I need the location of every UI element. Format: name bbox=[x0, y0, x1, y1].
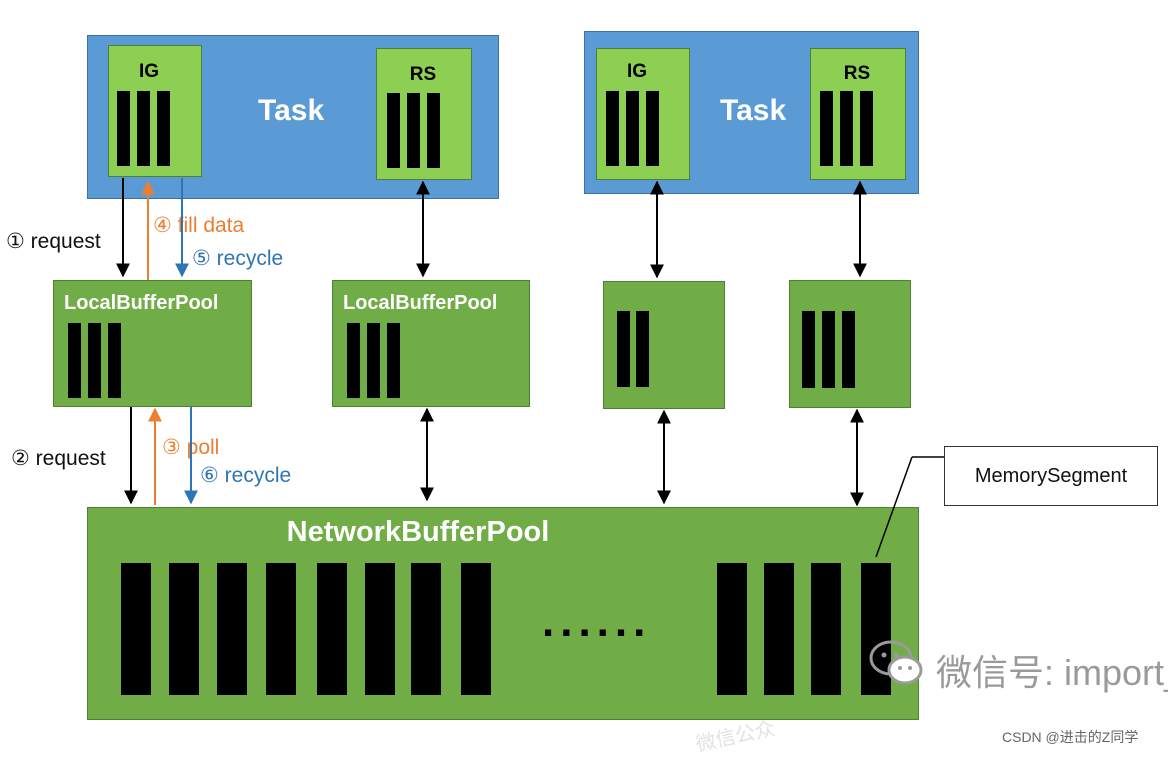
buffer-segment bbox=[347, 323, 360, 398]
task-title-1: Task bbox=[258, 94, 325, 127]
buffer-segment bbox=[606, 91, 619, 166]
buffer-segment bbox=[137, 91, 150, 166]
local-buffer-pool-3 bbox=[603, 281, 725, 409]
buffer-segment bbox=[387, 93, 400, 168]
input-gate-label-1: IG bbox=[138, 61, 160, 82]
result-subpartition-label-1: RS bbox=[409, 64, 437, 85]
memory-segment bbox=[266, 563, 296, 695]
task-title-2: Task bbox=[720, 94, 787, 127]
buffer-segment bbox=[636, 311, 649, 387]
buffer-segment bbox=[157, 91, 170, 166]
buffer-segment bbox=[822, 311, 835, 388]
buffer-segment bbox=[367, 323, 380, 398]
memory-segment bbox=[365, 563, 395, 695]
step-fill-data: ④ fill data bbox=[153, 214, 245, 237]
buffer-segment bbox=[842, 311, 855, 388]
buffer-segment bbox=[68, 323, 81, 398]
input-gate-label-2: IG bbox=[626, 61, 648, 82]
step-request-2: ② request bbox=[11, 447, 106, 470]
wechat-watermark: 微信号: import_ bbox=[936, 652, 1168, 693]
buffer-segment bbox=[117, 91, 130, 166]
buffer-segment bbox=[407, 93, 420, 168]
memory-segment-callout: MemorySegment bbox=[944, 446, 1158, 506]
buffer-segment bbox=[646, 91, 659, 166]
buffer-segment bbox=[802, 311, 815, 388]
local-buffer-pool-title-1: LocalBufferPool bbox=[64, 292, 219, 314]
local-buffer-pool-4 bbox=[789, 280, 911, 408]
result-subpartition-label-2: RS bbox=[843, 63, 871, 84]
local-buffer-pool-title-2: LocalBufferPool bbox=[343, 292, 498, 314]
buffer-segment bbox=[820, 91, 833, 166]
input-gate-1: IG bbox=[108, 45, 202, 177]
network-buffer-pool-title: NetworkBufferPool bbox=[286, 516, 550, 548]
result-subpartition-2: RS bbox=[810, 48, 906, 180]
memory-segment bbox=[764, 563, 794, 695]
result-subpartition-1: RS bbox=[376, 48, 472, 180]
ellipsis: ...... bbox=[542, 597, 652, 646]
step-request-1: ① request bbox=[6, 230, 101, 253]
memory-segment bbox=[121, 563, 151, 695]
memory-segment bbox=[717, 563, 747, 695]
buffer-segment bbox=[427, 93, 440, 168]
memory-segment bbox=[461, 563, 491, 695]
memory-segment bbox=[317, 563, 347, 695]
buffer-segment bbox=[860, 91, 873, 166]
memory-segment bbox=[411, 563, 441, 695]
buffer-segment bbox=[626, 91, 639, 166]
memory-segment bbox=[811, 563, 841, 695]
buffer-segment bbox=[840, 91, 853, 166]
step-recycle-5: ⑤ recycle bbox=[192, 247, 284, 270]
buffer-segment bbox=[108, 323, 121, 398]
memory-segment bbox=[169, 563, 199, 695]
buffer-segment bbox=[617, 311, 630, 387]
wechat-icon bbox=[868, 638, 926, 688]
input-gate-2: IG bbox=[596, 48, 690, 180]
step-recycle-6: ⑥ recycle bbox=[200, 464, 292, 487]
network-buffer-pool: NetworkBufferPool ...... bbox=[87, 507, 919, 720]
memory-segment-leader bbox=[875, 456, 913, 558]
local-buffer-pool-2: LocalBufferPool bbox=[332, 280, 530, 407]
local-buffer-pool-1: LocalBufferPool bbox=[53, 280, 252, 407]
buffer-segment bbox=[88, 323, 101, 398]
buffer-segment bbox=[387, 323, 400, 398]
csdn-watermark: CSDN @进击的Z同学 bbox=[1002, 729, 1139, 745]
memory-segment bbox=[217, 563, 247, 695]
